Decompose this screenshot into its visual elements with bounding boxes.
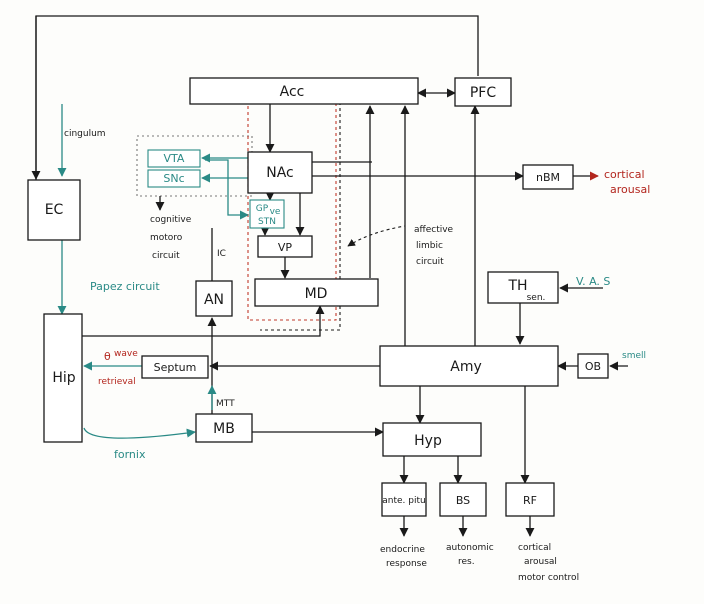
label-ic: IC <box>217 249 226 259</box>
node-nbm <box>522 164 574 190</box>
node-snc-label: SNc <box>163 172 184 185</box>
node-nac-label: NAc <box>266 165 294 181</box>
label-cingulum: cingulum <box>64 129 106 139</box>
label-limbic: limbic <box>416 241 443 251</box>
label-fornix: fornix <box>114 448 146 461</box>
label-cortical-arousal-2: arousal <box>610 183 650 196</box>
node-th-label: TH <box>507 278 527 294</box>
label-mtt: MTT <box>216 399 235 409</box>
node-ante-pitu-label: ante. pitu <box>382 496 425 506</box>
node-septum <box>141 355 209 379</box>
label-res: res. <box>458 557 475 567</box>
node-amy <box>379 345 559 387</box>
affective-link <box>347 225 406 247</box>
label-endocrine: endocrine <box>380 545 425 555</box>
label-vas: V. A. S <box>576 275 610 288</box>
label-response: response <box>386 559 427 569</box>
node-rf <box>505 482 555 517</box>
node-acc-label: Acc <box>280 84 305 100</box>
label-cortical-bottom: cortical <box>518 543 551 553</box>
node-ante-pitu <box>381 482 427 517</box>
hip-to-md <box>82 305 325 337</box>
node-mb-label: MB <box>213 421 235 437</box>
node-md <box>254 278 379 307</box>
label-affective: affective <box>414 225 454 235</box>
label-cognitive: cognitive <box>150 215 192 225</box>
node-vp-label: VP <box>278 241 293 254</box>
node-acc <box>189 77 419 105</box>
node-gp-sub: ve <box>270 207 281 217</box>
node-ob-label: OB <box>585 360 601 373</box>
node-stn-label: STN <box>258 217 276 227</box>
label-autonomic: autonomic <box>446 543 494 553</box>
label-wave: wave <box>114 349 138 359</box>
label-circuit-1: circuit <box>152 251 180 261</box>
node-gp <box>249 199 285 229</box>
label-motor-control: motor control <box>518 573 579 583</box>
node-hip-label: Hip <box>52 370 75 386</box>
node-an-label: AN <box>204 292 224 308</box>
node-amy-label: Amy <box>450 359 482 375</box>
label-circuit-2: circuit <box>416 257 444 267</box>
node-rf-label: RF <box>523 494 537 507</box>
label-arousal-bottom: arousal <box>524 557 557 567</box>
node-ec-label: EC <box>45 202 64 218</box>
vta-to-gp <box>205 159 249 220</box>
node-th-sub: sen. <box>527 293 546 303</box>
node-bs-label: BS <box>456 494 470 507</box>
node-vp <box>257 235 313 258</box>
node-vta <box>147 149 201 168</box>
node-bs <box>439 482 487 517</box>
node-snc <box>147 169 201 188</box>
node-hip <box>43 313 83 443</box>
node-md-label: MD <box>305 286 328 302</box>
node-pfc <box>454 77 512 107</box>
label-cortical-arousal-1: cortical <box>604 168 645 181</box>
node-nac <box>247 151 313 194</box>
node-vta-label: VTA <box>164 152 185 165</box>
node-gp-label: GP <box>256 204 269 214</box>
node-pfc-label: PFC <box>470 85 496 101</box>
label-theta: θ <box>104 350 111 363</box>
node-ec <box>27 179 81 241</box>
node-nbm-label: nBM <box>536 171 560 184</box>
node-hyp <box>382 422 482 457</box>
node-hyp-label: Hyp <box>414 433 442 449</box>
node-mb <box>195 413 253 443</box>
node-septum-label: Septum <box>154 361 197 374</box>
label-papez-circuit: Papez circuit <box>90 280 160 293</box>
label-retrieval: retrieval <box>98 377 136 387</box>
node-th <box>487 271 559 304</box>
label-motoro: motoro <box>150 233 183 243</box>
node-an <box>195 280 233 317</box>
label-smell: smell <box>622 351 646 361</box>
fornix-line <box>83 427 196 439</box>
node-ob <box>577 353 609 379</box>
